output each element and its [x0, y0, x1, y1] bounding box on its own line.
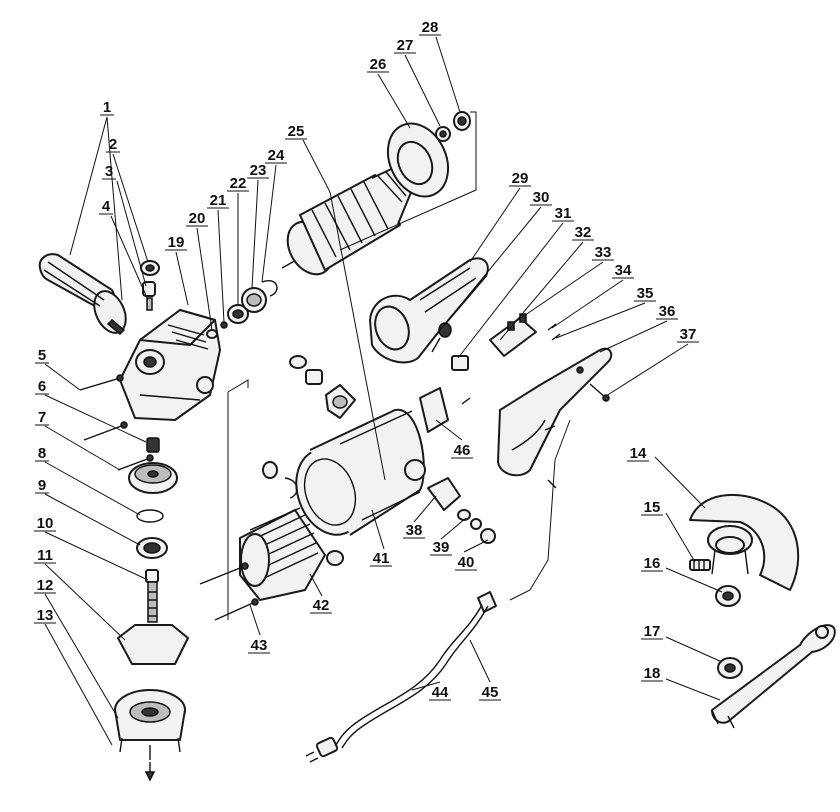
label-33: 33 — [595, 244, 612, 261]
motor-housing — [295, 408, 426, 536]
label-43: 43 — [251, 637, 268, 654]
label-10: 10 — [37, 515, 54, 532]
label-17: 17 — [644, 623, 661, 640]
label-11: 11 — [37, 547, 53, 564]
brush-holders — [289, 355, 356, 419]
label-29: 29 — [512, 170, 529, 187]
assembly-lines — [227, 111, 571, 620]
label-38: 38 — [406, 522, 423, 539]
leader-lines — [44, 36, 723, 746]
label-5: 5 — [38, 347, 46, 364]
part-labels: 1 2 3 4 5 6 7 8 9 10 11 12 13 14 15 16 1… — [37, 19, 697, 701]
wheel-guard — [689, 493, 800, 591]
label-30: 30 — [533, 189, 550, 206]
label-20: 20 — [189, 210, 206, 227]
label-1: 1 — [103, 99, 111, 116]
spindle-lock-parts — [140, 260, 160, 311]
label-18: 18 — [644, 665, 661, 682]
cable-gland-parts — [427, 477, 496, 544]
armature — [281, 164, 431, 276]
label-27: 27 — [397, 37, 414, 54]
label-28: 28 — [422, 19, 439, 36]
label-9: 9 — [38, 477, 46, 494]
label-4: 4 — [102, 198, 111, 215]
label-12: 12 — [37, 577, 54, 594]
rear-handle — [369, 257, 489, 364]
label-44: 44 — [432, 684, 449, 701]
label-39: 39 — [433, 539, 450, 556]
label-2: 2 — [109, 136, 117, 153]
label-16: 16 — [644, 555, 661, 572]
stator — [239, 461, 344, 601]
label-32: 32 — [575, 224, 592, 241]
label-underlines — [34, 34, 699, 701]
label-34: 34 — [615, 262, 632, 279]
stator-screws — [199, 562, 259, 621]
label-31: 31 — [555, 205, 572, 222]
label-45: 45 — [482, 684, 499, 701]
label-46: 46 — [454, 442, 471, 459]
clamp-screw — [689, 559, 711, 571]
label-25: 25 — [288, 123, 305, 140]
label-6: 6 — [38, 378, 46, 395]
label-15: 15 — [644, 499, 661, 516]
label-36: 36 — [659, 303, 676, 320]
housing-screws — [79, 374, 154, 471]
label-40: 40 — [458, 554, 475, 571]
side-handle — [38, 253, 127, 336]
gear-housing — [119, 309, 221, 421]
label-35: 35 — [637, 285, 654, 302]
label-24: 24 — [268, 147, 285, 164]
handle-half — [497, 347, 613, 489]
switch-parts — [419, 313, 561, 433]
label-26: 26 — [370, 56, 387, 73]
spindle-stack — [114, 437, 189, 782]
label-37: 37 — [680, 326, 697, 343]
label-3: 3 — [105, 163, 113, 180]
label-14: 14 — [630, 445, 647, 462]
label-41: 41 — [373, 550, 390, 567]
label-13: 13 — [37, 607, 54, 624]
label-8: 8 — [38, 445, 46, 462]
label-22: 22 — [230, 175, 247, 192]
rear-bearing-parts — [386, 111, 471, 198]
power-cable — [305, 591, 497, 763]
pin-spanner — [711, 624, 836, 729]
inner-flange — [715, 585, 741, 607]
label-21: 21 — [210, 192, 227, 209]
pinion-bearing-parts — [206, 280, 278, 339]
label-7: 7 — [38, 409, 46, 426]
label-23: 23 — [250, 162, 267, 179]
label-19: 19 — [168, 234, 185, 251]
outer-flange-nut — [717, 657, 743, 679]
label-42: 42 — [313, 597, 330, 614]
